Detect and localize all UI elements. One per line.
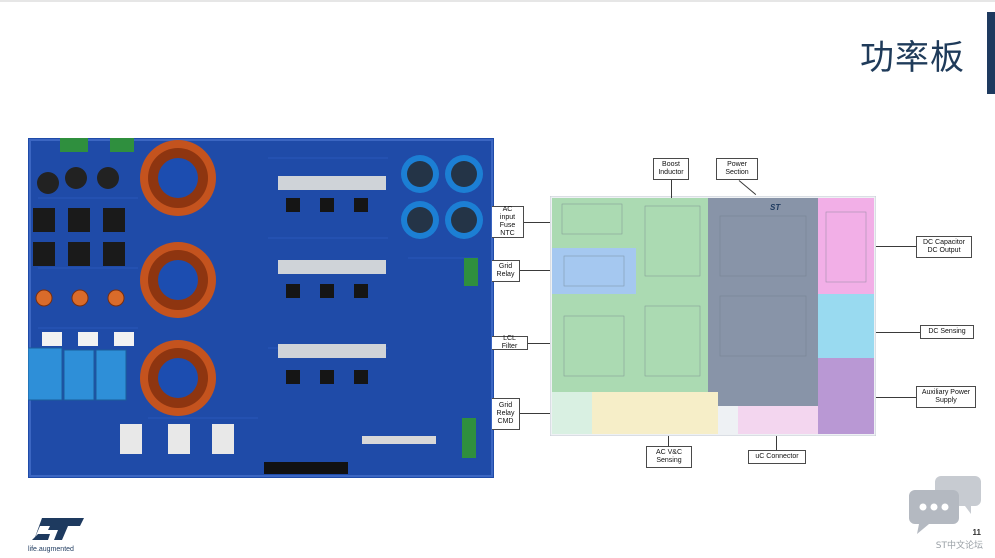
region-uc-connector [738,406,818,434]
callout-line-power [738,180,757,196]
power-board-photo [28,138,494,478]
region-grid-relay [552,248,636,294]
region-grid-relay-cmd [552,392,592,434]
region-ac-sensing [592,392,718,434]
callout-line-lcl [528,343,550,344]
label-dc-sensing: DC Sensing [920,325,974,339]
region-dc-capacitor [818,198,874,294]
callout-line-uc [776,436,777,450]
forum-name: ST中文论坛 [935,541,983,551]
brand-tagline: life.augmented [28,546,74,553]
callout-line-dc-sense [876,332,920,333]
callout-line-boost [671,180,672,198]
callout-line-relay [520,270,550,271]
region-power-section [708,198,818,406]
page-title: 功率板 [860,38,965,78]
label-lcl-filter: LCL Filter [492,335,528,350]
label-uc-connector: uC Connector [748,450,806,464]
callout-line-ac [524,222,550,223]
region-ac-input [552,198,636,248]
region-lcl-filter [552,294,708,392]
board-st-logo: ST [770,203,781,212]
region-aux-power [818,358,874,434]
region-dc-sensing [818,294,874,358]
page-number: 11 [972,528,981,537]
callout-line-dc-cap [876,246,916,247]
callout-line-aux [876,397,916,398]
board-block-diagram: ST [550,196,876,436]
title-accent-bar [987,12,995,94]
callout-line-relay-cmd [520,413,550,414]
top-divider [0,0,995,2]
st-logo [32,518,84,540]
forum-chat-icon [909,476,981,534]
callout-line-acvc [668,436,669,446]
region-boost-inductor [636,198,708,294]
